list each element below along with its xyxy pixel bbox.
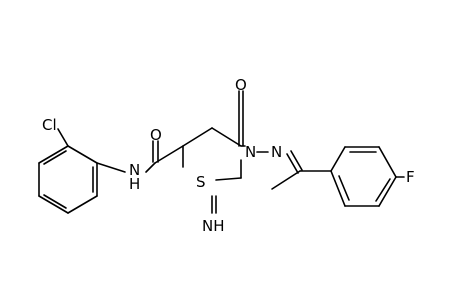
amide-nitrogen-label: N [129, 161, 140, 179]
ring-oxygen-label: O [235, 76, 247, 94]
bond [338, 175, 350, 201]
bond [378, 176, 397, 207]
fluorine-label: F [406, 168, 415, 186]
imine-label: NH [202, 217, 225, 235]
bond [330, 146, 346, 172]
bond [43, 150, 67, 165]
bond [38, 145, 69, 164]
bond [145, 162, 156, 173]
bond [57, 128, 69, 147]
bond [182, 127, 213, 147]
bond [330, 170, 346, 207]
amide-oxygen-label: O [150, 126, 162, 144]
bond [154, 145, 184, 164]
chlorine-label: Cl [42, 116, 57, 134]
bond [43, 194, 67, 209]
amide-hydrogen-label: H [129, 175, 140, 193]
bond [67, 145, 98, 164]
ring-nitrogen-label: N [245, 143, 256, 161]
bond [290, 150, 303, 171]
bond [286, 153, 299, 174]
bond [215, 177, 242, 181]
bond [271, 170, 301, 190]
bond [38, 195, 69, 214]
oxime-nitrogen-label: N [271, 143, 282, 161]
bond [375, 178, 391, 202]
ring-sulfur-label: S [196, 173, 206, 191]
bond [378, 146, 397, 178]
atom-labels: Cl O N H S N O NH N F [42, 76, 415, 235]
bond [211, 127, 242, 147]
bonds [38, 90, 405, 214]
bond [67, 195, 98, 214]
bond [96, 162, 126, 173]
